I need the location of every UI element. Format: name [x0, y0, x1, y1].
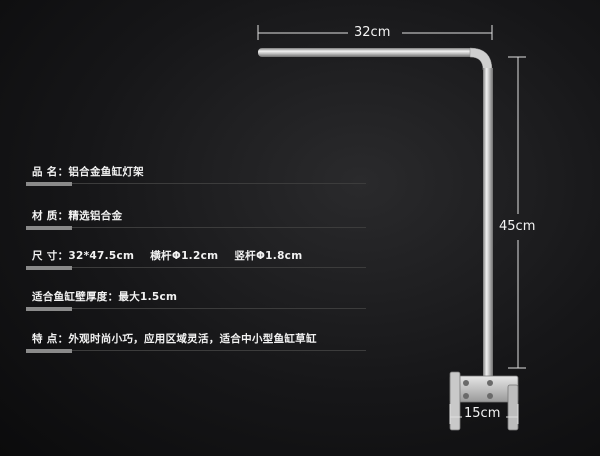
mount-clamp	[449, 371, 519, 431]
width-dimension-line	[257, 25, 493, 40]
width-dimension-label: 32cm	[354, 25, 391, 40]
spec-divider	[26, 226, 366, 230]
base-dimension-label: 15cm	[464, 406, 501, 421]
spec-divider	[26, 349, 366, 353]
height-dimension-line	[508, 56, 526, 369]
vertical-post	[483, 68, 493, 386]
spec-divider	[26, 266, 366, 270]
spec-label: 适合鱼缸壁厚度	[32, 291, 108, 303]
spec-label: 尺 寸	[32, 250, 58, 262]
spec-label: 材 质	[32, 210, 58, 222]
spec-value: 32*47.5cm	[68, 250, 135, 262]
spec-value: 外观时尚小巧，应用区域灵活，适合中小型鱼缸草缸	[68, 333, 317, 345]
spec-value: 最大1.5cm	[118, 291, 178, 303]
spec-label: 品 名	[32, 166, 58, 178]
horizontal-arm	[258, 48, 476, 57]
spec-extra-vertical: 竖杆Φ1.8cm	[234, 250, 303, 262]
arm-bend	[469, 47, 493, 71]
spec-divider	[26, 182, 366, 186]
spec-label: 特 点	[32, 333, 58, 345]
spec-value: 铝合金鱼缸灯架	[68, 166, 144, 178]
base-dimension-line	[449, 404, 519, 424]
spec-divider	[26, 307, 366, 311]
spec-value: 精选铝合金	[68, 210, 123, 222]
height-dimension-label: 45cm	[499, 219, 536, 234]
spec-extra-horizontal: 横杆Φ1.2cm	[150, 250, 219, 262]
